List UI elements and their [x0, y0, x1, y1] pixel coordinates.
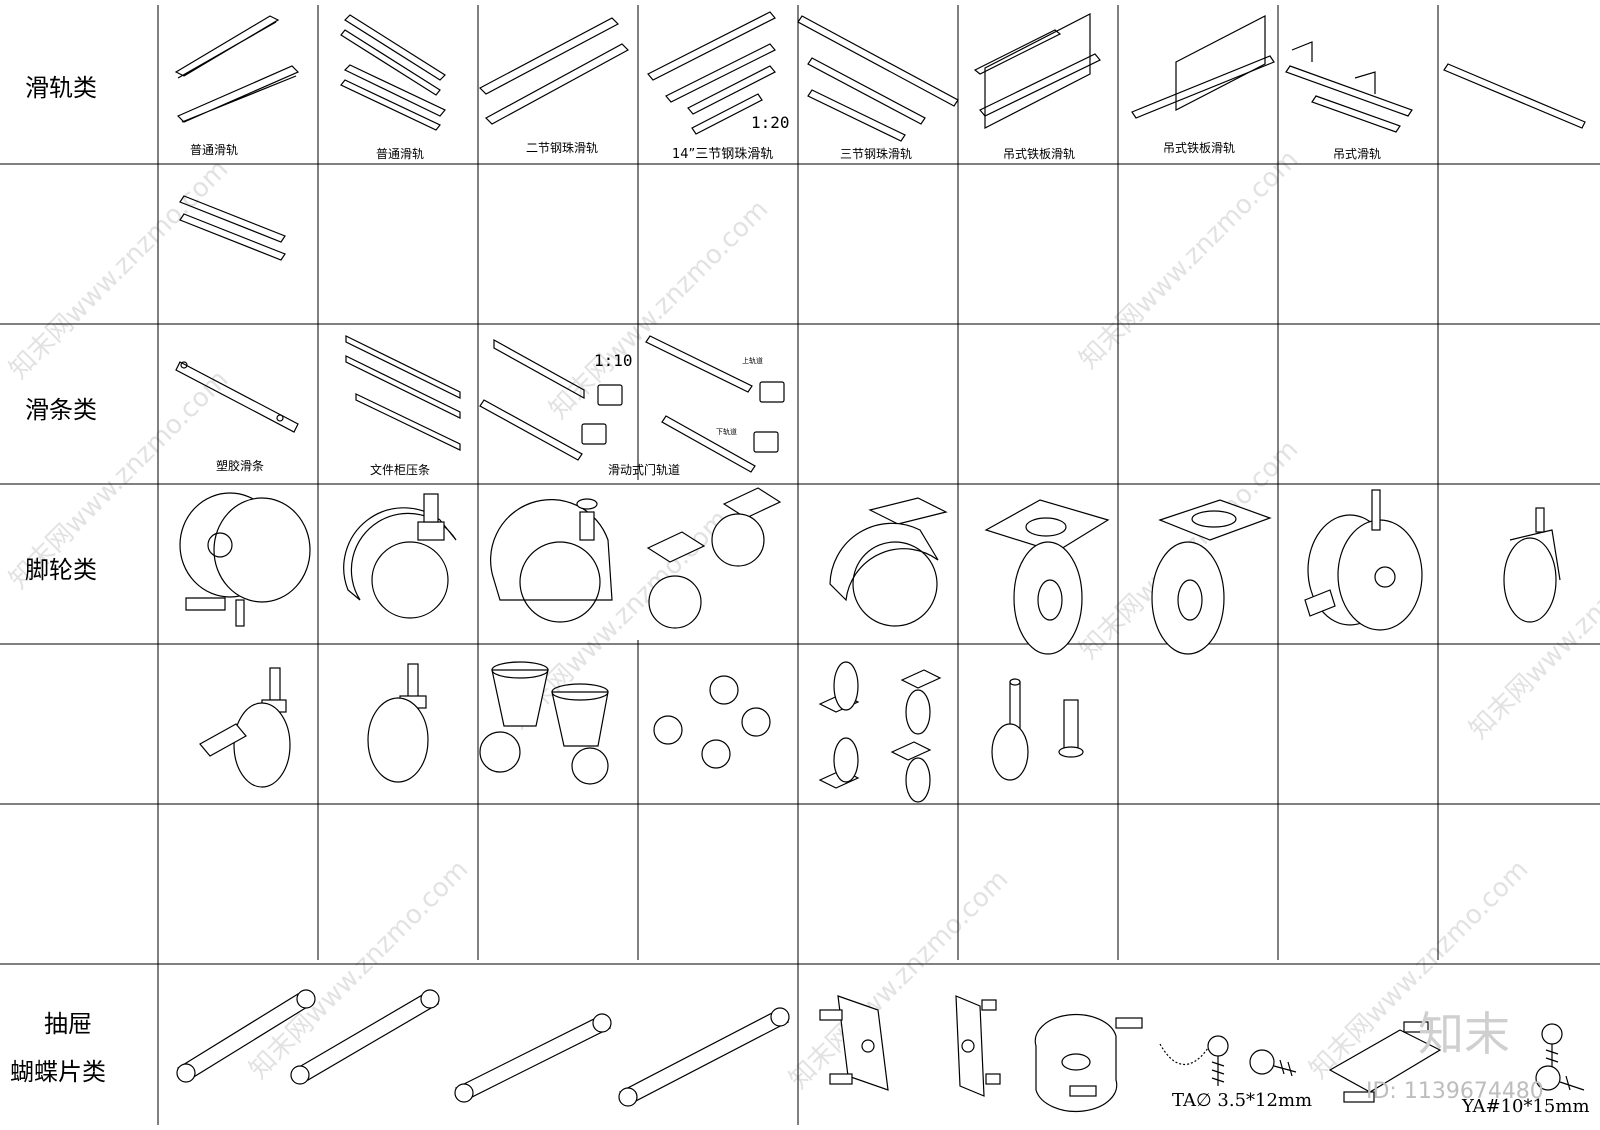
strip-label-1: 塑胶滑条 [216, 458, 264, 473]
caster-twin-wheel-brake [179, 492, 311, 627]
rail-drawing-5 [797, 15, 959, 142]
caster-cup-pair [479, 661, 609, 785]
strip-label-3: 滑动式门轨道 [608, 462, 680, 477]
caster-threaded-2 [367, 663, 429, 783]
caster-plug-stem [490, 498, 613, 623]
caster-twin-plate [646, 487, 782, 629]
butterfly-bar-3 [454, 1013, 612, 1103]
track-upper-label: 上轨道 [742, 356, 763, 365]
caster-plate-group [818, 661, 942, 803]
screw-3 [1541, 1023, 1563, 1072]
caster-twin-stem-brake [1304, 489, 1423, 631]
caster-mini-group [653, 675, 771, 769]
screw-1 [1159, 1035, 1229, 1086]
rail-label-1: 普通滑轨 [190, 143, 238, 157]
rail-scale: 1:20 [751, 113, 790, 132]
strip-drawing-2 [345, 335, 461, 451]
category-drawer-line2: 蝴蝶片类 [10, 1058, 106, 1086]
rail-drawing-6 [973, 13, 1101, 129]
rail-drawing-9 [1443, 63, 1586, 129]
caster-plate-wheel-2 [1151, 499, 1272, 655]
rail-drawing-4 [647, 11, 776, 135]
strip-scale: 1:10 [594, 351, 633, 370]
caster-threaded-brake [199, 667, 291, 788]
caster-plate-wheel-1 [984, 499, 1110, 655]
screw-2 [1249, 1049, 1297, 1077]
strip-drawing-3 [479, 338, 623, 461]
watermark: 知末网www.znzmo.com [4, 154, 235, 385]
rail-label-4: 14”三节钢珠滑轨 [672, 147, 773, 162]
rail-label-2: 普通滑轨 [376, 147, 424, 161]
caster-threaded-stem [343, 493, 457, 619]
screw-label-1: TA∅ 3.5*12mm [1172, 1090, 1312, 1111]
track-lower-label: 下轨道 [716, 427, 737, 436]
watermark: 知末网www.znzmo.com [1074, 144, 1305, 375]
rail-label-5: 三节钢珠滑轨 [840, 147, 912, 161]
rail-drawing-8 [1285, 41, 1413, 133]
butterfly-clip-2 [1328, 1021, 1442, 1103]
screw-label-2: YA#10*15mm [1461, 1096, 1590, 1117]
rail-drawing-7 [1131, 15, 1275, 119]
butterfly-bar-1 [176, 989, 316, 1083]
caster-small-stem [1503, 507, 1561, 623]
butterfly-clip-1 [1034, 1013, 1143, 1113]
screw-4 [1535, 1065, 1585, 1091]
butterfly-bracket-1 [819, 995, 889, 1091]
caster-plate-top [829, 497, 948, 627]
watermark: 知末网www.znzmo.com [544, 194, 775, 425]
caster-pin-stem [991, 678, 1084, 781]
rail-drawing-10 [179, 195, 286, 261]
id-watermark: ID: 1139674480 [1366, 1079, 1544, 1104]
rail-drawing-3 [479, 17, 629, 125]
rail-drawing-2 [340, 14, 446, 131]
strip-drawing-4 [645, 335, 785, 473]
strip-drawing-1 [175, 361, 299, 433]
rail-label-3: 二节钢珠滑轨 [526, 141, 598, 155]
strip-label-2: 文件柜压条 [370, 462, 430, 477]
butterfly-bar-2 [290, 989, 440, 1085]
rail-drawing-1 [174, 15, 300, 123]
category-slide-rail: 滑轨类 [25, 74, 97, 102]
category-drawer-line1: 抽屉 [44, 1010, 92, 1038]
category-caster: 脚轮类 [25, 556, 97, 584]
rail-label-6: 吊式铁板滑轨 [1003, 147, 1075, 161]
butterfly-bar-4 [618, 1007, 790, 1107]
table-grid [0, 5, 1600, 1125]
rail-label-7: 吊式铁板滑轨 [1163, 141, 1235, 155]
rail-label-8: 吊式滑轨 [1333, 147, 1381, 161]
brand-watermark: 知末 [1418, 1007, 1510, 1061]
butterfly-bracket-2 [955, 995, 1001, 1097]
category-slide-strip: 滑条类 [25, 396, 97, 424]
